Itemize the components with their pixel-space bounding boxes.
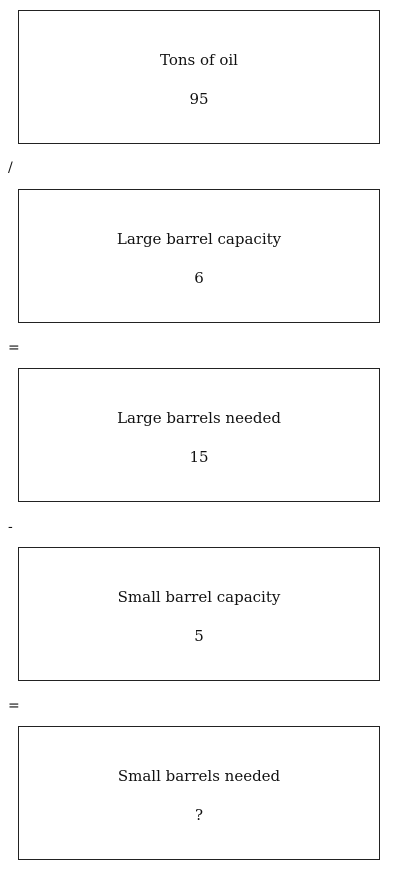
box-label: Small barrels needed [117, 767, 281, 785]
box-value: 6 [194, 269, 204, 287]
operator-minus: - [8, 519, 13, 535]
box-label: Small barrel capacity [117, 588, 281, 606]
operator-divide: / [8, 160, 13, 176]
box-tons-of-oil: Tons of oil 95 [18, 10, 380, 144]
operator-equals: = [8, 340, 20, 356]
box-large-barrels-needed: Large barrels needed 15 [18, 368, 380, 502]
box-label: Large barrels needed [117, 409, 281, 427]
box-small-barrel-capacity: Small barrel capacity 5 [18, 547, 380, 681]
box-value: 15 [189, 448, 209, 466]
box-large-barrel-capacity: Large barrel capacity 6 [18, 189, 380, 323]
box-small-barrels-needed: Small barrels needed ? [18, 726, 380, 860]
box-value: 5 [194, 627, 204, 645]
box-value: ? [194, 806, 204, 824]
box-value: 95 [189, 90, 209, 108]
box-label: Tons of oil [160, 51, 238, 69]
box-label: Large barrel capacity [116, 230, 282, 248]
operator-equals: = [8, 698, 20, 714]
